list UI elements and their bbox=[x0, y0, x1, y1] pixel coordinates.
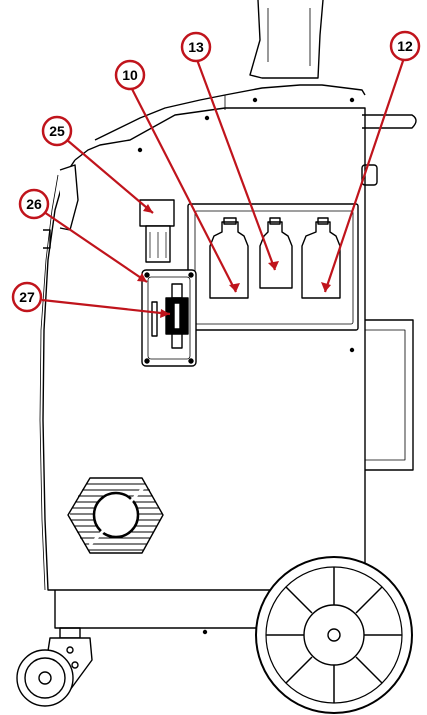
fan-grille bbox=[67, 477, 164, 554]
machine-body-outline bbox=[16, 0, 417, 714]
callout-10: 10 bbox=[114, 59, 146, 91]
callout-13-ring bbox=[180, 31, 212, 63]
rear-box bbox=[365, 319, 414, 471]
bottle-panel bbox=[187, 203, 359, 331]
rear-handle bbox=[362, 114, 417, 129]
callout-25-ring bbox=[41, 115, 73, 147]
callout-27-ring bbox=[11, 281, 43, 313]
callout-lines bbox=[41, 54, 407, 318]
callout-25-label: 25 bbox=[49, 123, 65, 139]
sight-glass-27 bbox=[165, 283, 189, 349]
filter-25 bbox=[139, 199, 175, 263]
bottle-10 bbox=[209, 217, 249, 299]
callout-13: 13 bbox=[180, 31, 212, 63]
callout-12-ring bbox=[389, 30, 421, 62]
callout-26-ring bbox=[18, 188, 50, 220]
callout-27-label: 27 bbox=[19, 289, 35, 305]
top-display-housing bbox=[249, 0, 324, 79]
callout-10-label: 10 bbox=[122, 67, 138, 83]
callout-12: 12 bbox=[389, 30, 421, 62]
callout-27: 27 bbox=[11, 281, 43, 313]
front-caster bbox=[16, 627, 93, 707]
callout-26: 26 bbox=[18, 188, 50, 220]
callout-26-label: 26 bbox=[26, 196, 42, 212]
callout-25: 25 bbox=[41, 115, 73, 147]
callout-10-ring bbox=[114, 59, 146, 91]
rear-wheel bbox=[255, 556, 413, 714]
bottle-12 bbox=[301, 217, 341, 299]
callout-12-label: 12 bbox=[397, 38, 413, 54]
callout-13-label: 13 bbox=[188, 39, 204, 55]
side-panel bbox=[60, 107, 366, 591]
bottle-13 bbox=[259, 217, 293, 289]
